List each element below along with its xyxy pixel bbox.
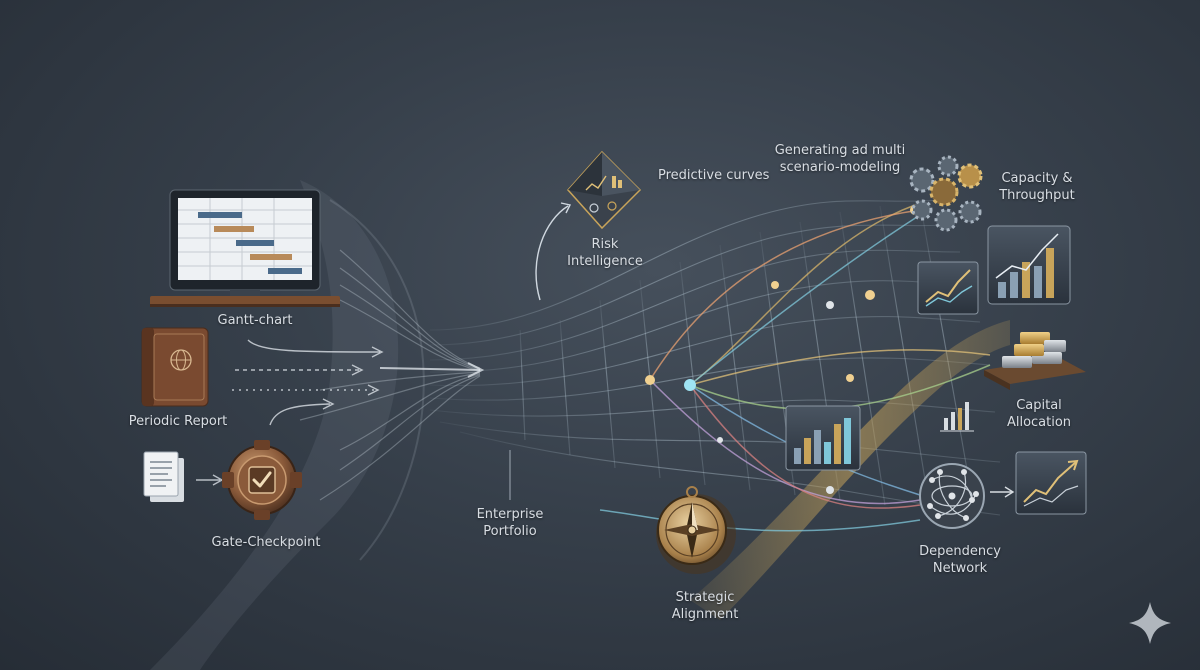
periodic-report-label: Periodic Report [128, 414, 228, 429]
gantt-chart-label: Gantt-chart [217, 313, 293, 328]
capital-allocation-label: Capital Allocation [1006, 398, 1072, 430]
enterprise-portfolio-label: Enterprise Portfolio [476, 507, 544, 539]
strategic-alignment-label: Strategic Alignment [671, 590, 739, 622]
trend-chart-panel [917, 261, 979, 315]
dependency-chart-panel [1015, 451, 1087, 515]
sparkle-icon [1129, 602, 1171, 644]
dependency-network-label: Dependency Network [919, 544, 1001, 576]
strategic-alignment-compass-icon [656, 486, 736, 574]
document-icon [143, 451, 184, 502]
input-arrows [196, 339, 485, 486]
gantt-chart-icon [150, 189, 340, 307]
gate-checkpoint-label: Gate-Checkpoint [211, 535, 321, 550]
periodic-report-icon [141, 327, 209, 407]
mini-bars-icon [940, 402, 974, 432]
throughput-chart-panel [987, 225, 1071, 305]
risk-intelligence-label: Risk Intelligence [567, 237, 643, 269]
scenario-modeling-label: Generating ad multi scenario-modeling [774, 143, 906, 175]
predictive-curves-label: Predictive curves [658, 168, 770, 183]
capacity-gears-icon [909, 155, 983, 232]
flow-nodes [645, 205, 920, 494]
output-flow-curves [599, 204, 991, 532]
portfolio-grid [429, 199, 1001, 516]
dependency-network-icon [919, 463, 1015, 529]
analytics-chart-panel [785, 405, 861, 471]
capacity-throughput-label: Capacity & Throughput [999, 171, 1075, 203]
capital-allocation-icon [984, 332, 1086, 390]
gate-checkpoint-icon [222, 440, 302, 520]
risk-intelligence-icon [535, 150, 642, 301]
